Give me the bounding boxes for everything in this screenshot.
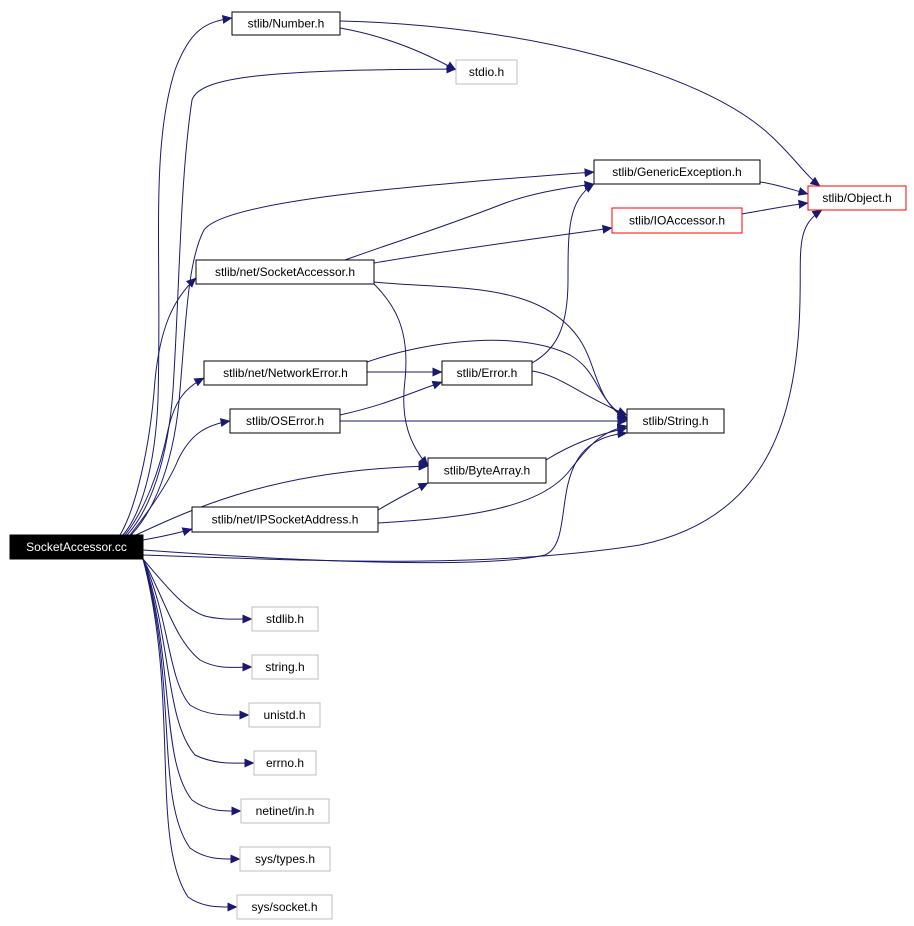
node-ioaccessor-h[interactable]: stlib/IOAccessor.h bbox=[611, 207, 743, 234]
node-box bbox=[229, 408, 341, 434]
node-label: stlib/Number.h bbox=[248, 17, 325, 31]
node-box bbox=[251, 654, 319, 680]
edge-net-socketaccessor-h-to-string-stlib-h bbox=[373, 281, 628, 421]
node-box bbox=[441, 360, 533, 386]
edge-socketaccessor-cc-to-netinet-in-h bbox=[142, 558, 242, 816]
edge-socketaccessor-cc-to-stdlib-h bbox=[142, 558, 253, 624]
node-box bbox=[427, 457, 547, 484]
edge-net-ipsocketaddress-h-to-bytearray-h bbox=[377, 482, 429, 511]
edge-number-h-to-stdio-h bbox=[339, 27, 457, 71]
edge-socketaccessor-cc-to-sys-types-h bbox=[142, 558, 241, 864]
edge-ioaccessor-h-to-object-h bbox=[741, 199, 809, 215]
node-object-h[interactable]: stlib/Object.h bbox=[807, 185, 907, 211]
node-label: stlib/net/NetworkError.h bbox=[223, 366, 348, 380]
edge-error-h-to-string-stlib-h bbox=[531, 370, 628, 416]
edge-error-h-to-genericexception-h bbox=[531, 183, 595, 364]
node-label: sys/socket.h bbox=[251, 900, 317, 914]
node-label: stdio.h bbox=[469, 65, 504, 79]
node-label: stlib/OSError.h bbox=[246, 414, 324, 428]
node-box bbox=[191, 506, 379, 533]
edge-net-ipsocketaddress-h-to-string-stlib-h bbox=[377, 423, 628, 524]
node-socketaccessor-cc[interactable]: SocketAccessor.cc bbox=[9, 534, 144, 560]
edge-socketaccessor-cc-to-net-networkerror-h bbox=[124, 377, 205, 536]
node-stdio-h[interactable]: stdio.h bbox=[455, 59, 518, 85]
edge-net-networkerror-h-to-string-stlib-h bbox=[366, 339, 628, 419]
edge-bytearray-h-to-string-stlib-h bbox=[545, 425, 628, 461]
edge-socketaccessor-cc-to-number-h bbox=[122, 14, 233, 536]
node-stdlib-h[interactable]: stdlib.h bbox=[251, 606, 319, 632]
node-label: stdlib.h bbox=[266, 612, 304, 626]
edge-net-socketaccessor-h-to-ioaccessor-h bbox=[373, 224, 613, 264]
node-box bbox=[248, 702, 321, 728]
node-box bbox=[807, 185, 907, 211]
node-error-h[interactable]: stlib/Error.h bbox=[441, 360, 533, 386]
node-net-ipsocketaddress-h[interactable]: stlib/net/IPSocketAddress.h bbox=[191, 506, 379, 533]
edge-number-h-to-object-h bbox=[339, 20, 821, 187]
node-label: netinet/in.h bbox=[256, 804, 315, 818]
node-oserror-h[interactable]: stlib/OSError.h bbox=[229, 408, 341, 434]
edge-net-socketaccessor-h-to-genericexception-h bbox=[344, 180, 595, 261]
node-label: stlib/IOAccessor.h bbox=[629, 214, 725, 228]
node-label: SocketAccessor.cc bbox=[26, 540, 127, 554]
node-label: unistd.h bbox=[263, 708, 305, 722]
edge-socketaccessor-cc-to-net-ipsocketaddress-h bbox=[142, 527, 193, 541]
node-box bbox=[626, 408, 725, 434]
node-label: errno.h bbox=[266, 756, 304, 770]
node-string-stlib-h[interactable]: stlib/String.h bbox=[626, 408, 725, 434]
node-box bbox=[231, 11, 341, 36]
edge-socketaccessor-cc-to-sys-socket-h bbox=[142, 558, 238, 912]
edge-socketaccessor-cc-to-unistd-h bbox=[142, 558, 250, 720]
node-label: sys/types.h bbox=[255, 852, 315, 866]
node-box bbox=[9, 534, 144, 560]
edge-socketaccessor-cc-to-bytearray-h bbox=[135, 461, 429, 536]
node-sys-socket-h[interactable]: sys/socket.h bbox=[236, 894, 333, 920]
node-box bbox=[593, 159, 761, 185]
node-errno-h[interactable]: errno.h bbox=[253, 750, 317, 776]
edge-net-socketaccessor-h-to-bytearray-h bbox=[373, 283, 429, 467]
node-number-h[interactable]: stlib/Number.h bbox=[231, 11, 341, 36]
node-string-h[interactable]: string.h bbox=[251, 654, 319, 680]
node-label: stlib/Object.h bbox=[822, 191, 891, 205]
node-netinet-in-h[interactable]: netinet/in.h bbox=[240, 798, 330, 824]
edge-socketaccessor-cc-to-genericexception-h bbox=[130, 168, 595, 536]
node-net-networkerror-h[interactable]: stlib/net/NetworkError.h bbox=[203, 360, 368, 386]
edge-genericexception-h-to-object-h bbox=[759, 181, 809, 196]
node-box bbox=[455, 59, 518, 85]
node-net-socketaccessor-h[interactable]: stlib/net/SocketAccessor.h bbox=[195, 259, 375, 285]
node-label: stlib/GenericException.h bbox=[612, 165, 741, 179]
edge-socketaccessor-cc-to-errno-h bbox=[142, 558, 255, 768]
edges-layer bbox=[119, 14, 823, 912]
nodes-layer: SocketAccessor.cc stlib/Number.h stdio.h st… bbox=[9, 11, 907, 920]
node-box bbox=[240, 798, 330, 824]
node-box bbox=[195, 259, 375, 285]
edge-socketaccessor-cc-to-object-h bbox=[142, 209, 823, 562]
node-box bbox=[611, 207, 743, 234]
node-label: stlib/String.h bbox=[642, 414, 708, 428]
node-box bbox=[239, 846, 331, 872]
node-label: string.h bbox=[265, 660, 304, 674]
node-label: stlib/net/SocketAccessor.h bbox=[215, 265, 355, 279]
node-box bbox=[253, 750, 317, 776]
node-label: stlib/ByteArray.h bbox=[444, 464, 530, 478]
node-bytearray-h[interactable]: stlib/ByteArray.h bbox=[427, 457, 547, 484]
node-box bbox=[236, 894, 333, 920]
node-genericexception-h[interactable]: stlib/GenericException.h bbox=[593, 159, 761, 185]
edge-socketaccessor-cc-to-string-h bbox=[142, 558, 253, 672]
node-sys-types-h[interactable]: sys/types.h bbox=[239, 846, 331, 872]
node-box bbox=[251, 606, 319, 632]
edge-socketaccessor-cc-to-string-stlib-h bbox=[142, 429, 628, 564]
edge-socketaccessor-cc-to-net-socketaccessor-h bbox=[119, 277, 197, 536]
node-label: stlib/net/IPSocketAddress.h bbox=[212, 513, 359, 527]
edge-socketaccessor-cc-to-stdio-h bbox=[126, 64, 457, 536]
node-unistd-h[interactable]: unistd.h bbox=[248, 702, 321, 728]
node-label: stlib/Error.h bbox=[457, 366, 518, 380]
edge-oserror-h-to-error-h bbox=[339, 380, 443, 416]
edge-socketaccessor-cc-to-oserror-h bbox=[129, 418, 231, 536]
node-box bbox=[203, 360, 368, 386]
